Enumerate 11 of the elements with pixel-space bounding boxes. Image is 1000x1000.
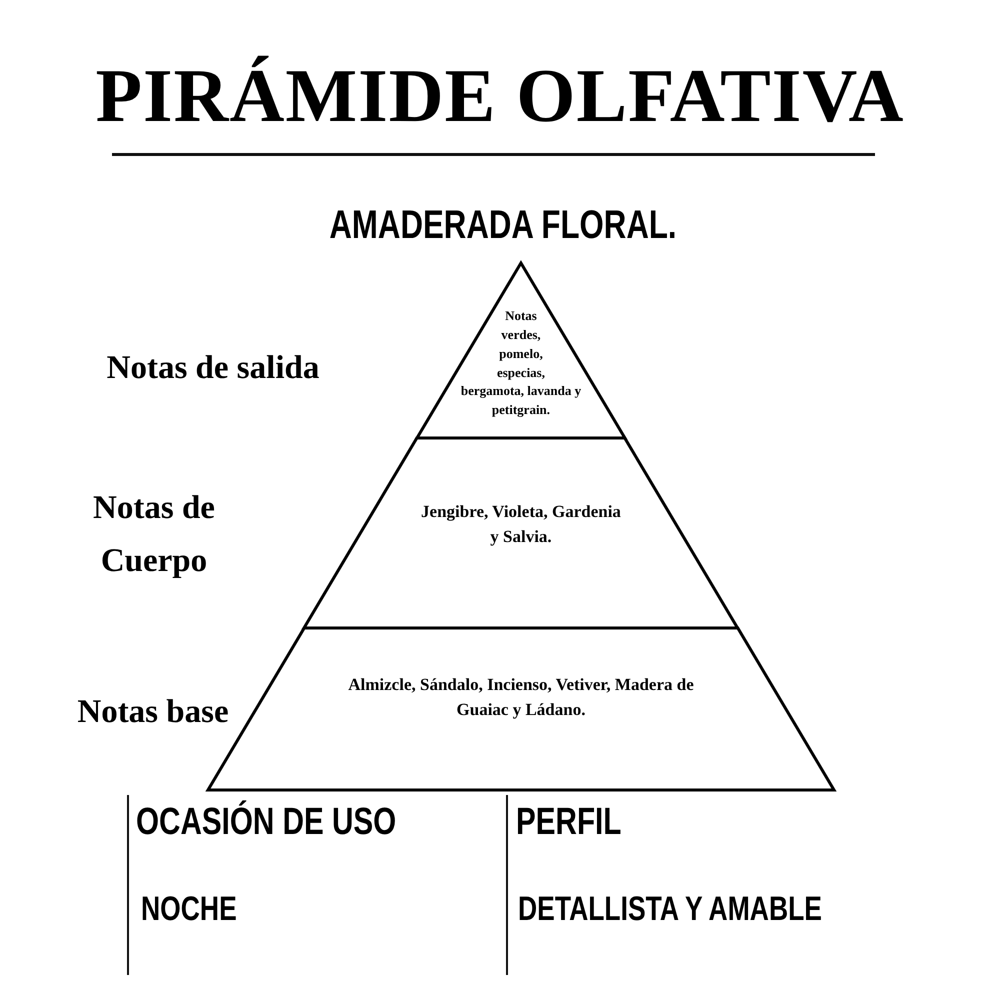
tier-label: Notas de salida — [106, 349, 320, 388]
subtitle: AMADERADA FLORAL. — [329, 205, 677, 245]
tier-label: Notas de Cuerpo — [92, 489, 216, 581]
tier-notes: Almizcle, Sándalo, Incienso, Vetiver, Madera de Guaiac y Ládano. — [347, 674, 695, 721]
title: PIRÁMIDE OLFATIVA — [96, 58, 904, 134]
tier-label: Notas base — [76, 693, 230, 732]
tier-notes: Jengibre, Violeta, Gardenia y Salvia. — [420, 501, 621, 548]
section-value: DETALLISTA Y AMABLE — [518, 892, 822, 926]
section-heading: PERFIL — [516, 803, 622, 841]
tier-notes: Notas verdes, pomelo, especias, bergamota, lavanda y petitgrain. — [460, 308, 582, 418]
section-value: NOCHE — [141, 892, 237, 926]
